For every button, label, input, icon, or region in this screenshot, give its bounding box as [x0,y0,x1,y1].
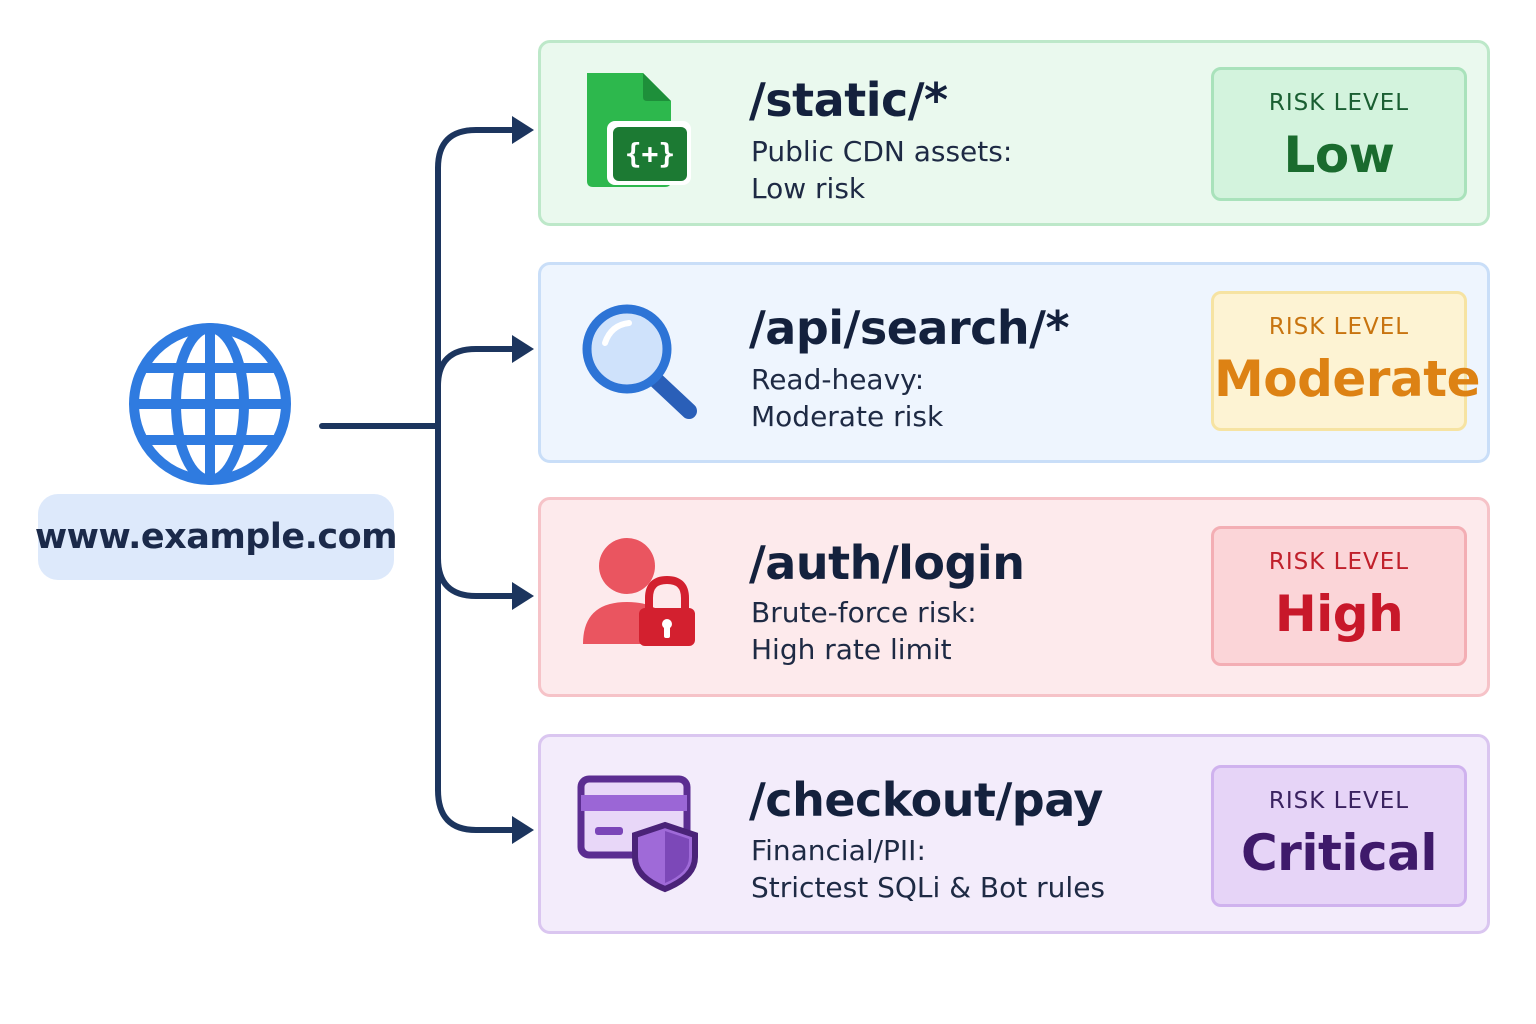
route-card-login: /auth/login Brute-force risk: High rate … [538,497,1490,697]
risk-badge: RISK LEVEL Low [1211,67,1467,201]
risk-badge: RISK LEVEL Moderate [1211,291,1481,431]
route-description-line1: Read-heavy: [751,363,925,396]
host-label: www.example.com [35,494,398,580]
route-description-line1: Brute-force risk: [751,596,977,629]
route-card-checkout: /checkout/pay Financial/PII: Strictest S… [538,734,1490,934]
route-description-line2: Moderate risk [751,400,944,433]
risk-badge: RISK LEVEL Critical [1211,765,1467,907]
route-description-line2: High rate limit [751,633,952,666]
route-path: /static/* [749,73,948,127]
risk-label: RISK LEVEL [1268,314,1410,340]
svg-text:{+}: {+} [625,137,676,170]
connector-branch-static [435,127,518,171]
connector-branch-login [435,555,518,599]
code-file-icon: {+} [577,69,701,197]
route-description-line2: Strictest SQLi & Bot rules [751,871,1106,904]
risk-value: High [1274,585,1404,643]
arrowhead-static [512,116,534,144]
risk-label: RISK LEVEL [1268,90,1410,116]
arrowhead-search [512,335,534,363]
route-path: /auth/login [749,536,1025,590]
risk-badge: RISK LEVEL High [1211,526,1467,666]
route-description: Brute-force risk: High rate limit [751,594,977,668]
risk-value: Low [1283,126,1395,184]
route-card-search: /api/search/* Read-heavy: Moderate risk … [538,262,1490,463]
globe-icon [120,318,300,494]
magnifier-icon [577,299,701,427]
route-description: Public CDN assets: Low risk [751,133,1012,207]
route-path: /api/search/* [749,301,1070,355]
connector-branch-checkout [435,787,518,833]
arrowhead-checkout [512,816,534,844]
route-description: Financial/PII: Strictest SQLi & Bot rule… [751,832,1105,906]
risk-label: RISK LEVEL [1268,788,1410,814]
route-description-line1: Public CDN assets: [751,135,1013,168]
route-description: Read-heavy: Moderate risk [751,361,943,435]
arrowhead-login [512,582,534,610]
route-description-line2: Low risk [751,172,866,205]
route-card-static: {+} /static/* Public CDN assets: Low ris… [538,40,1490,226]
connector-branch-search [435,346,518,389]
user-lock-icon [577,532,701,660]
card-shield-icon [577,771,701,899]
route-description-line1: Financial/PII: [751,834,926,867]
route-path: /checkout/pay [749,773,1103,827]
risk-label: RISK LEVEL [1268,549,1410,575]
risk-value: Moderate [1214,350,1481,408]
risk-value: Critical [1240,824,1438,882]
